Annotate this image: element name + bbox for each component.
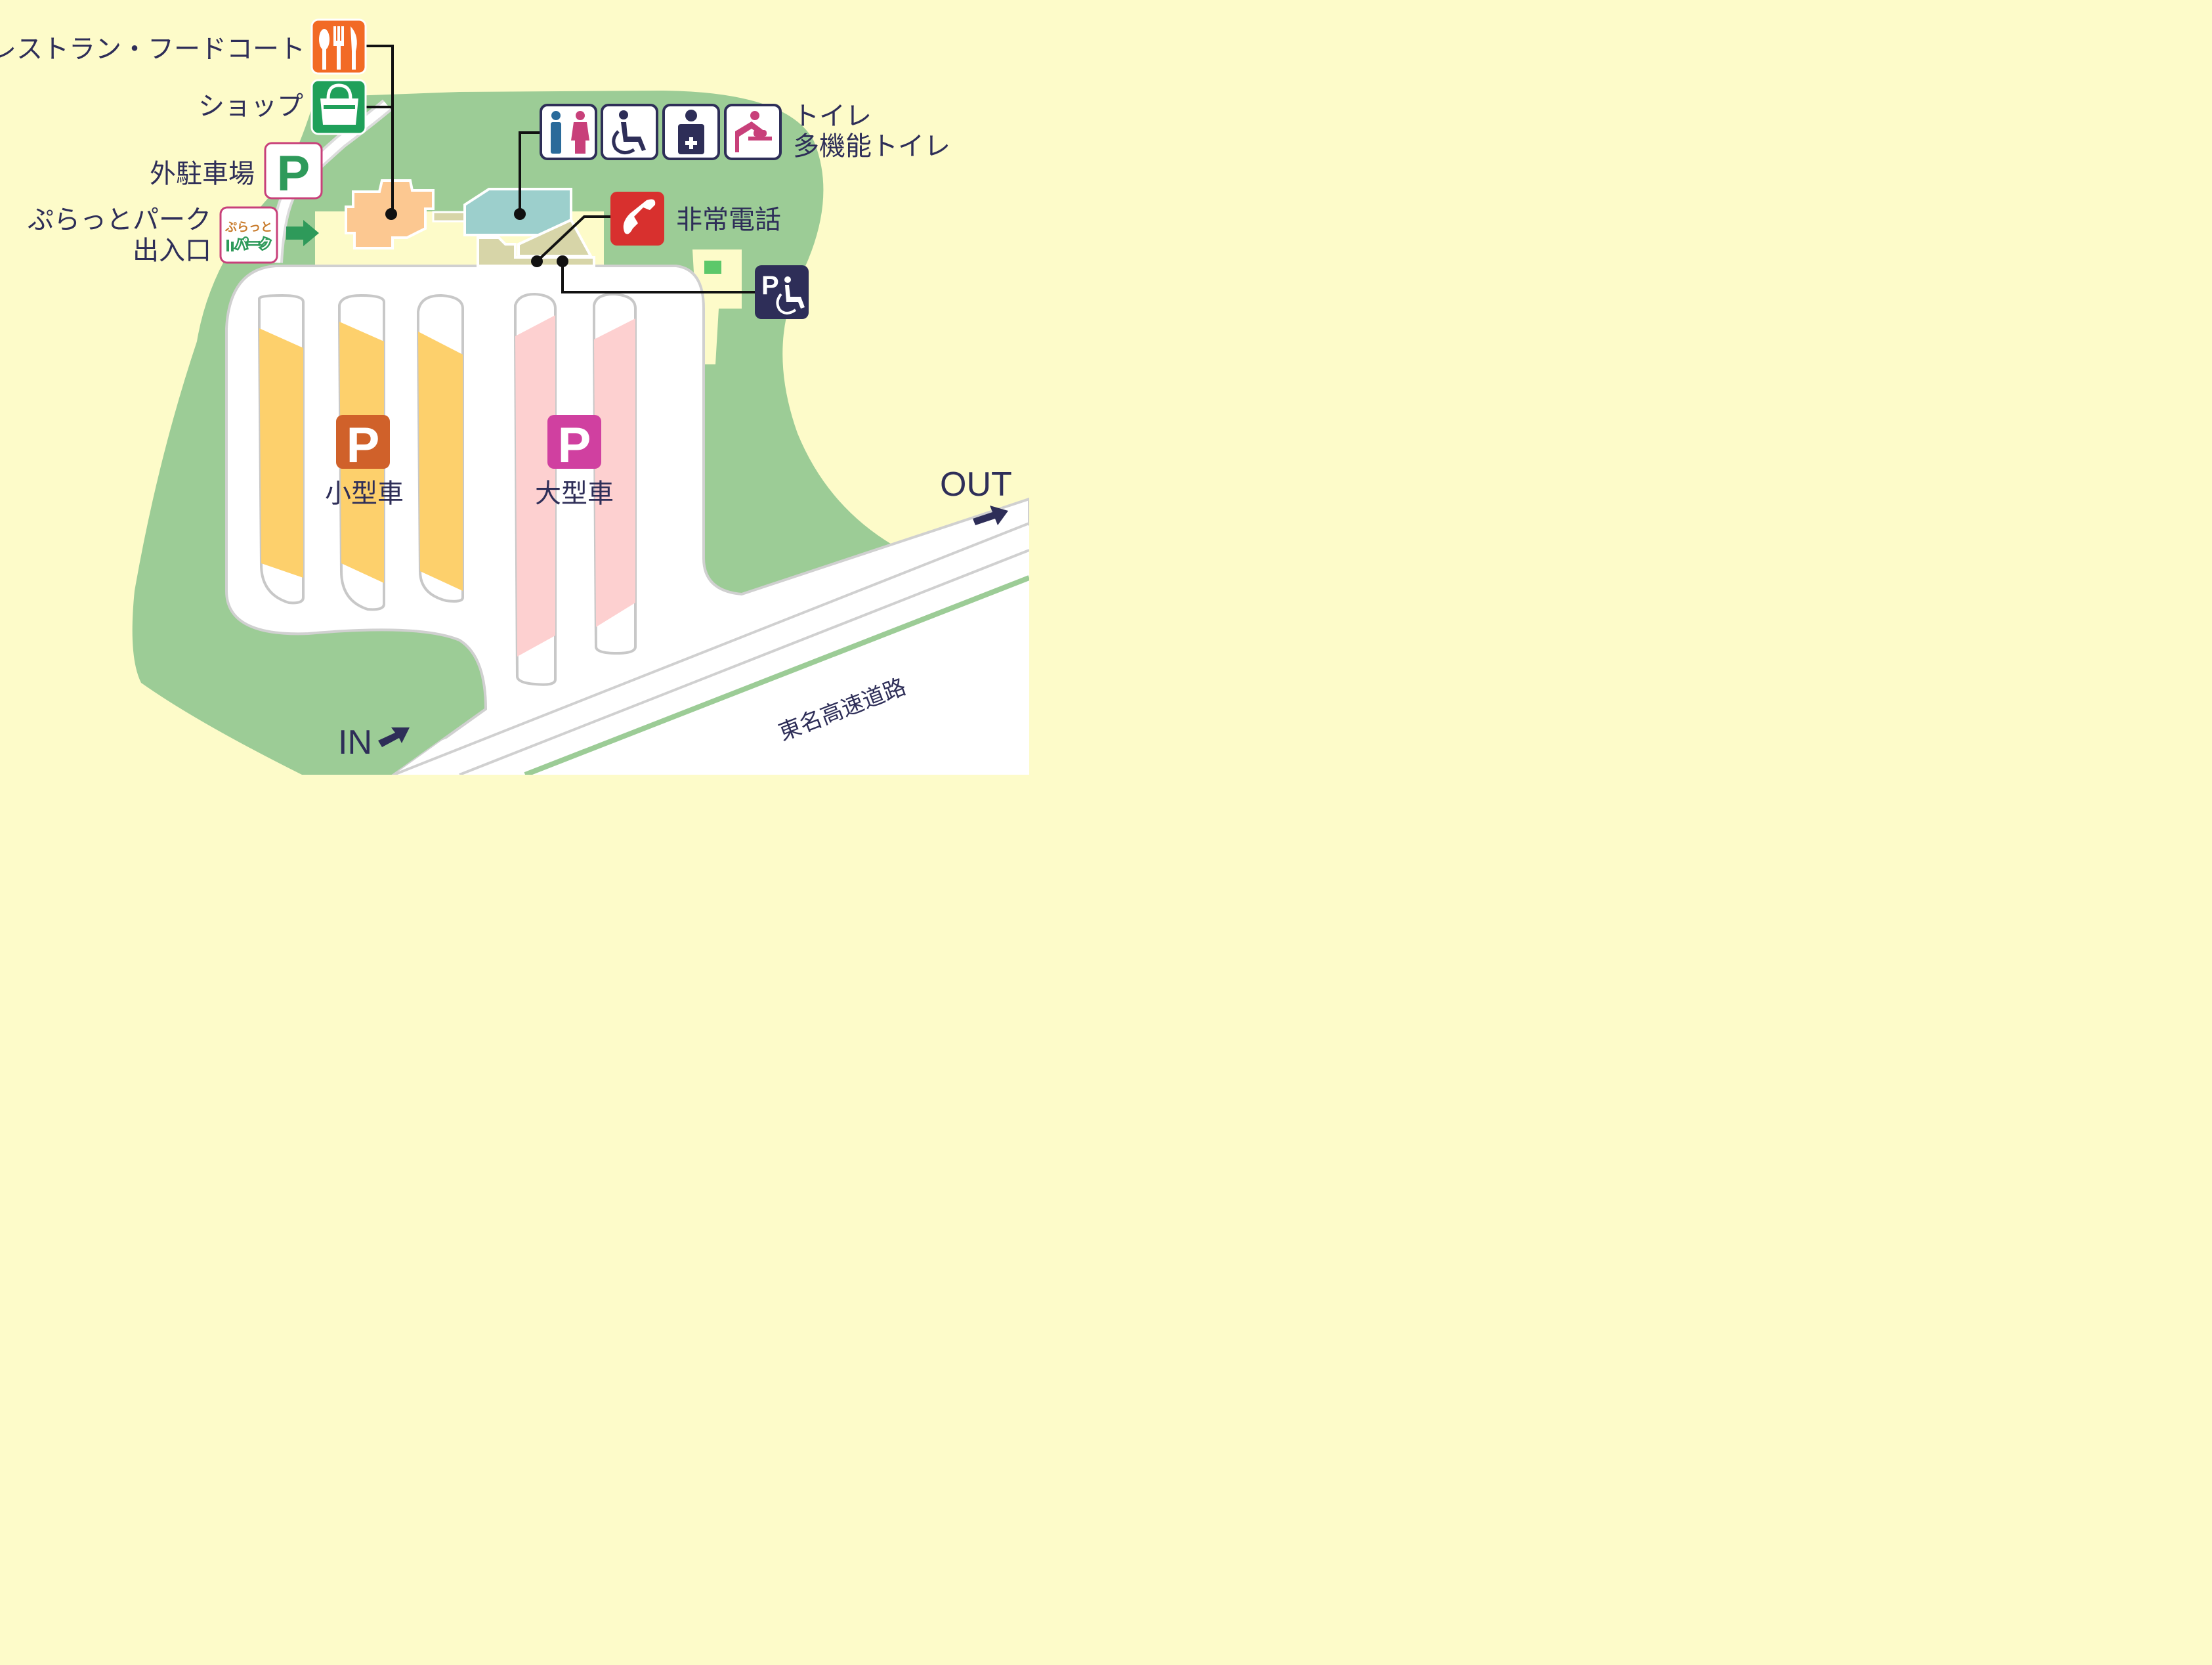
- stall-island: [514, 292, 557, 686]
- outer-parking-label: 外駐車場: [150, 159, 255, 189]
- expressway-edge-lower: [459, 549, 1029, 775]
- restaurant-icon: [310, 18, 367, 75]
- accessible-parking-location-dot: [557, 255, 568, 267]
- expressway-edge: [393, 522, 1029, 775]
- small-car-label: 小型車: [325, 479, 404, 509]
- large-car-parking-sign: P: [547, 415, 601, 473]
- ostomate-icon: [662, 104, 720, 160]
- expressway: [348, 525, 1029, 775]
- accessible-parking-icon: P: [755, 265, 809, 319]
- expressway-median: [524, 575, 1029, 775]
- plat-park-entrance-arrow: [286, 220, 319, 246]
- stall-island: [417, 293, 464, 603]
- shopping-bag-icon: [310, 79, 367, 135]
- accessible-parking-p: P: [761, 271, 779, 300]
- out-label: OUT: [940, 465, 1012, 504]
- emergency-phone-location-dot: [531, 255, 543, 267]
- toilet-label-line2: 多機能トイレ: [793, 131, 950, 162]
- wheelchair-icon: [601, 104, 658, 160]
- outer-parking-icon: P: [264, 142, 323, 202]
- restaurant-label: レストラン・フードコート: [0, 34, 305, 64]
- small-green-square: [704, 261, 721, 274]
- telephone-icon: [610, 192, 664, 246]
- toilet-label-line1: トイレ: [793, 101, 872, 131]
- leader-lines: [365, 45, 755, 293]
- stall-island: [593, 292, 637, 655]
- restaurant-location-dot: [385, 208, 397, 220]
- outer-parking-p: P: [277, 146, 310, 202]
- service-area-map: レストラン・フードコート ショップ P 外駐車場 ぷらっと パーク ぷらっとパー…: [0, 0, 1029, 775]
- plat-park-logo-icon: ぷらっと パーク: [219, 206, 278, 264]
- plat-park-label-line2: 出入口: [133, 236, 211, 266]
- large-car-label: 大型車: [535, 479, 614, 509]
- baby-changing-icon: [724, 104, 782, 160]
- small-car-p: P: [347, 418, 380, 473]
- plat-park-logo-line1: ぷらっと: [224, 221, 272, 234]
- shop-label: ショップ: [198, 91, 303, 121]
- connecting-corridor: [432, 211, 466, 223]
- in-arrow-icon: [378, 727, 410, 747]
- small-car-parking-sign: P: [336, 415, 390, 473]
- emergency-phone-label: 非常電話: [676, 205, 781, 235]
- plat-park-label-line1: ぷらっとパーク: [28, 205, 211, 235]
- restroom-men-women-icon: [540, 104, 597, 160]
- in-label: IN: [338, 724, 372, 762]
- plat-park-logo-line2: パーク: [236, 238, 271, 251]
- stall-island: [258, 293, 305, 605]
- large-car-stalls: [514, 292, 637, 686]
- toilet-location-dot: [514, 208, 526, 220]
- out-arrow-icon: [973, 506, 1008, 525]
- large-car-p: P: [558, 418, 591, 473]
